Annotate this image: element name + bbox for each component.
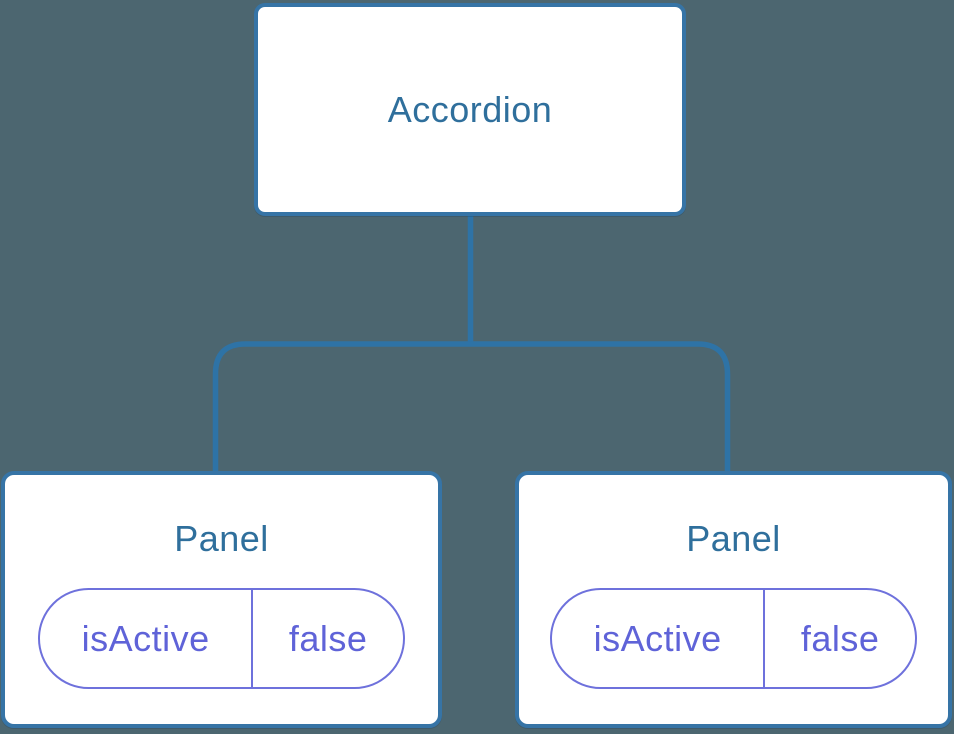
connector-bracket bbox=[212, 341, 731, 473]
component-box-accordion: Accordion bbox=[254, 3, 686, 216]
state-value: false bbox=[251, 590, 403, 687]
state-pill: isActive false bbox=[550, 588, 917, 689]
component-box-panel-left: Panel isActive false bbox=[1, 471, 442, 728]
state-pill: isActive false bbox=[38, 588, 405, 689]
state-key: isActive bbox=[593, 617, 722, 659]
component-label-panel: Panel bbox=[686, 518, 781, 559]
state-key: isActive bbox=[81, 617, 210, 659]
component-label-panel: Panel bbox=[174, 518, 269, 559]
component-label-accordion: Accordion bbox=[387, 88, 553, 130]
component-box-panel-right: Panel isActive false bbox=[515, 471, 952, 728]
state-value: false bbox=[763, 590, 915, 687]
